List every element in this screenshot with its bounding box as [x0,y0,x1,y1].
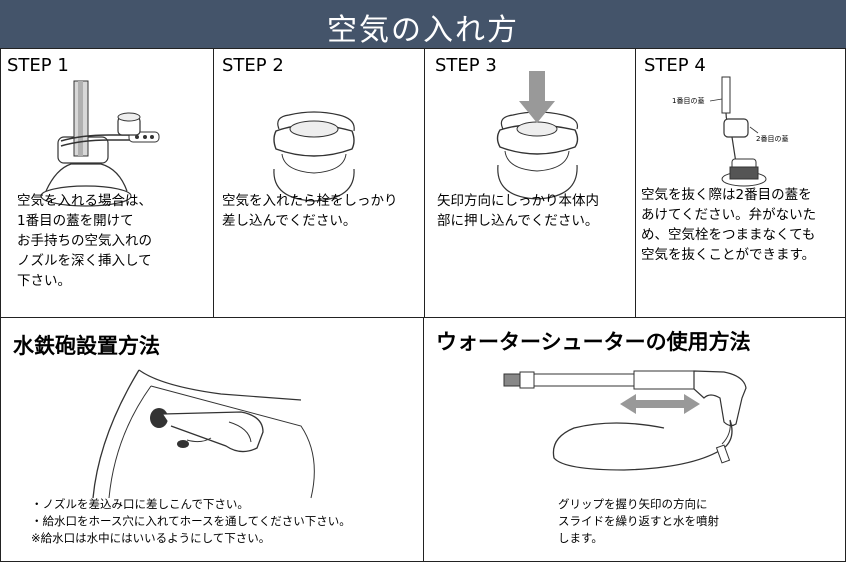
usage-panel: ウォーターシューターの使用方法 グリップを握り矢印の方向に スライドを繰り返すと… [423,317,846,562]
tank-install-diagram [92,369,315,499]
cap1-label: 1番目の蓋 [672,96,704,105]
valve-step1-diagram [40,80,160,207]
step-1-label: STEP 1 [7,55,69,76]
usage-notes: グリップを握り矢印の方向に スライドを繰り返すと水を噴射 します。 [558,497,719,545]
step-3-panel: STEP 3 矢印方向にしっかり本体内 部に押し込んでください。 [424,48,636,318]
valve-step4-diagram: 1番目の蓋 2番目の蓋 [672,76,788,187]
install-notes: ・ノズルを差込み口に差しこんで下さい。 ・給水口をホース穴に入れてホースを通して… [31,497,351,545]
install-panel: 水鉄砲設置方法 ・ノズルを差込み口に差しこんで下さい。 ・給水口をホース穴に入れ… [0,317,424,562]
step-2-panel: STEP 2 空気を入れたら栓をしっかり 差し込んでください。 [213,48,425,318]
water-gun-diagram [503,370,747,471]
step-4-label: STEP 4 [644,55,706,76]
step-2-label: STEP 2 [222,55,284,76]
step-4-text: 空気を抜く際は2番目の蓋を あけてください。弁がないた め、空気栓をつままなくて… [641,187,817,263]
valve-step3-diagram [496,71,579,200]
page-title: 空気の入れ方 [327,13,519,48]
valve-step2-diagram [273,111,355,202]
step-3-text: 矢印方向にしっかり本体内 部に押し込んでください。 [437,193,599,229]
install-title: 水鉄砲設置方法 [13,334,160,358]
usage-title: ウォーターシューターの使用方法 [436,330,751,354]
step-4-panel: STEP 4 1番目の蓋 2番目の蓋 空気を抜く際は2番目の蓋を あけてください… [635,48,846,318]
cap2-label: 2番目の蓋 [756,134,788,143]
hose-diagram [552,419,733,471]
header-bar: 空気の入れ方 [0,0,846,48]
double-arrow-icon [620,394,700,414]
step-2-text: 空気を入れたら栓をしっかり 差し込んでください。 [222,193,398,229]
step-3-label: STEP 3 [435,55,497,76]
step-1-text: 空気を入れる場合は、 1番目の蓋を開けて お手持ちの空気入れの ノズルを深く挿入… [17,193,152,289]
step-1-panel: STEP 1 空気を入れる場合は、 1番目の蓋を開けて お手持ちの空気入れの ノ… [0,48,214,318]
down-arrow-icon [519,71,555,123]
